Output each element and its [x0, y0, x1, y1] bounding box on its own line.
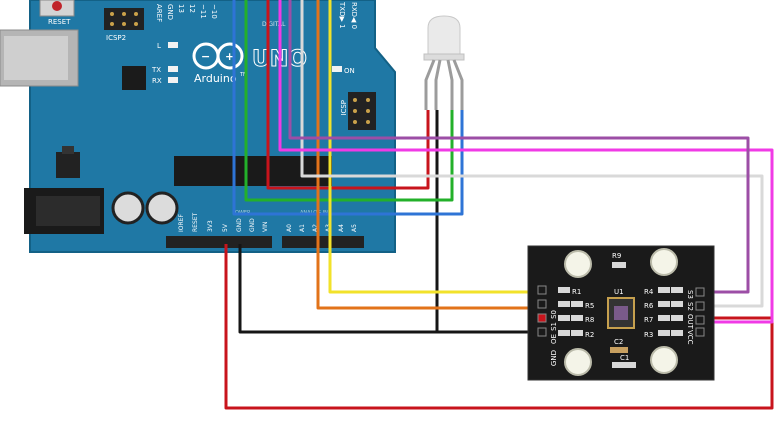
label-r1: R1 [572, 288, 581, 296]
pin-label-s2: S2 [686, 302, 694, 311]
led-l-label: L [157, 42, 161, 50]
wire-orange [316, 0, 546, 310]
header-label-aref: AREF [155, 4, 163, 22]
label-r6: R6 [644, 302, 654, 310]
header-label-10: ~10 [210, 4, 218, 19]
svg-text:+: + [225, 50, 234, 63]
led-rx-label: RX [152, 77, 162, 85]
header-label-13: 13 [177, 4, 185, 13]
pin-label-oe: OE [550, 334, 558, 344]
icsp-label: ICSP [340, 100, 348, 116]
sensor-led-top-left [564, 250, 592, 278]
txd-label: TXD▶ 1 [338, 1, 346, 29]
wire-blue [232, 0, 464, 216]
trademark-text: TM [239, 72, 247, 78]
power-label-5v: 5V [222, 223, 229, 232]
power-label-gnd2: GND [249, 218, 256, 232]
voltage-regulator [56, 152, 80, 178]
wire-purple [288, 0, 750, 294]
analog-label-a5: A5 [351, 224, 358, 232]
status-leds: L TX RX ON [151, 42, 355, 85]
color-sensor-board: R9 R1 R5 R8 R2 R4 R6 R7 R3 U1 C2 C1 [527, 245, 715, 381]
led-on-label: ON [344, 67, 355, 75]
header-label-11: ~11 [199, 4, 207, 19]
label-u1: U1 [614, 288, 624, 296]
pin-label-s3: S3 [686, 290, 694, 299]
power-label-reset: RESET [192, 212, 199, 232]
usb-chip [122, 66, 146, 90]
label-c1: C1 [620, 354, 629, 362]
wire-gnd-black [238, 244, 546, 334]
wire-green [244, 0, 454, 202]
rgb-led [423, 15, 465, 110]
analog-label-a2: A2 [312, 224, 319, 232]
svg-text:−: − [201, 50, 210, 63]
label-r2: R2 [585, 331, 594, 339]
power-label-gnd1: GND [236, 218, 243, 232]
label-r8: R8 [585, 316, 594, 324]
rxd-label: RXD◀ 0 [350, 2, 358, 29]
sensor-right-header [695, 287, 705, 337]
icsp2-header [104, 8, 144, 30]
wire-5v-red [224, 244, 774, 410]
icsp2-label: ICSP2 [106, 34, 126, 42]
label-r9: R9 [612, 252, 621, 260]
pin-label-s0: S0 [550, 310, 558, 319]
analog-label-a0: A0 [286, 224, 293, 232]
wires [224, 0, 774, 410]
brand-text: Arduino [194, 72, 237, 85]
capacitor-1 [111, 191, 145, 225]
header-label-12: 12 [188, 4, 196, 13]
label-r5: R5 [585, 302, 594, 310]
power-header [166, 236, 272, 248]
sensor-left-header [537, 285, 547, 337]
sensor-ic [607, 297, 635, 329]
wire-magenta [278, 0, 774, 324]
digital-label: DIGITAL [262, 21, 286, 28]
power-label-ioref: IOREF [178, 214, 185, 232]
pin-label-s1: S1 [550, 322, 558, 331]
sensor-led-bottom-left [564, 348, 592, 376]
header-label-gnd: GND [166, 4, 174, 20]
label-r4: R4 [644, 288, 654, 296]
wire-white [300, 0, 764, 308]
label-r7: R7 [644, 316, 653, 324]
analog-header [282, 236, 364, 248]
led-tx-label: TX [151, 66, 161, 74]
microcontroller [174, 156, 332, 186]
arduino-board: RESET ICSP2 AREF GND 13 12 ~11 ~10 DIGIT… [0, 0, 396, 253]
reset-label: RESET [48, 18, 71, 26]
analog-label-a1: A1 [299, 224, 306, 232]
icsp-header [348, 92, 376, 130]
power-label-vin: VIN [262, 222, 269, 232]
analog-label-a4: A4 [338, 224, 345, 232]
label-c2: C2 [614, 338, 623, 346]
wire-yellow [328, 0, 546, 294]
capacitor-2 [145, 191, 179, 225]
sensor-led-bottom-right [650, 346, 678, 374]
pin-label-vcc: VCC [686, 330, 694, 345]
power-label-3v3: 3V3 [207, 220, 214, 232]
label-r3: R3 [644, 331, 653, 339]
pin-label-gnd: GND [550, 350, 558, 366]
pin-label-out: OUT [686, 314, 694, 330]
sensor-led-top-right [650, 248, 678, 276]
